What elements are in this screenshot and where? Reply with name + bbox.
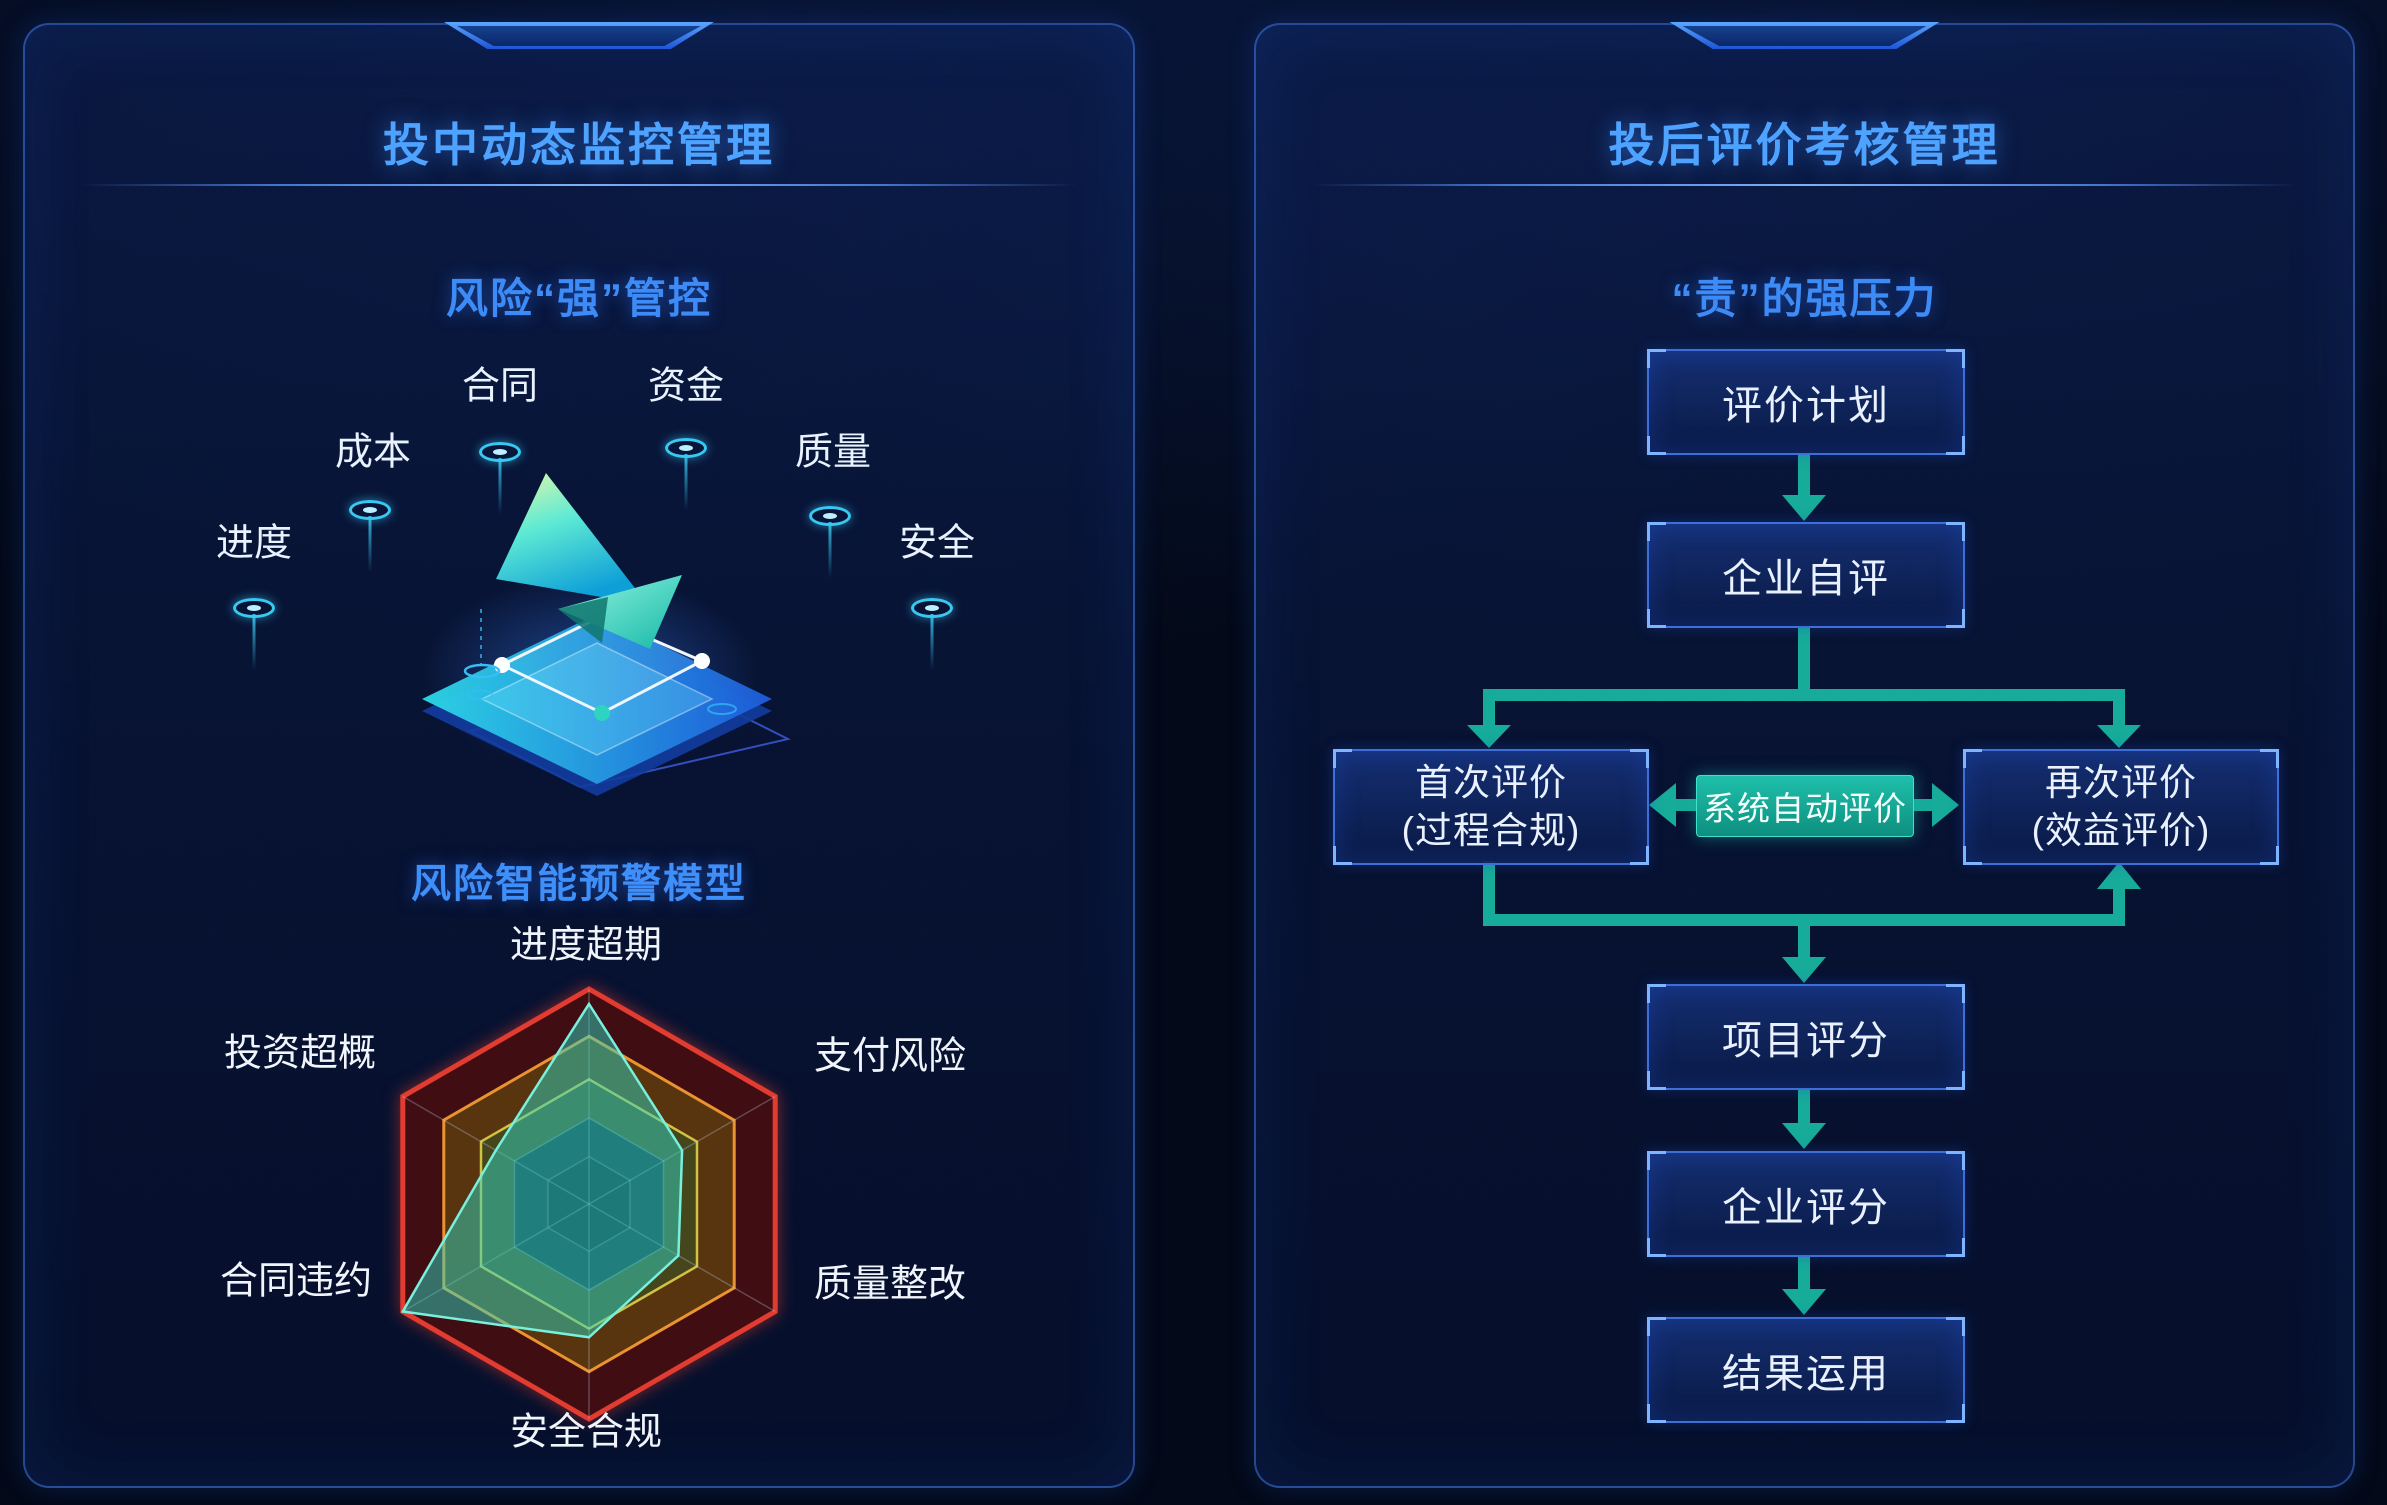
right-panel-title: 投后评价考核管理 [1608,119,2001,171]
beacon-icon [665,438,707,458]
risk-factor-label-cost: 成本 [334,431,412,474]
radar-axis-label-safety-compliance: 安全合规 [509,1411,663,1454]
flow-step-project-score: 项目评分 [1647,984,1965,1090]
flow-step-label: 企业自评 [1722,557,1890,601]
flow-step-sublabel: (效益评价) [2031,810,2211,851]
radar-axis-label-payment-risk: 支付风险 [813,1035,967,1078]
panel-top-ornament-inner [1682,26,1927,46]
panel-top-ornament [444,22,714,49]
flow-step-label: 再次评价 [2045,761,2197,803]
beacon-icon [479,442,521,462]
beacon-icon [233,598,275,618]
title-divider [80,184,1078,186]
flow-step-label: 首次评价 [1415,761,1567,803]
flow-step-company-score: 企业评分 [1647,1151,1965,1257]
flow-step-enterprise-self-evaluation: 企业自评 [1647,522,1965,628]
flow-step-first-evaluation: 首次评价 (过程合规) [1333,749,1649,865]
beacon-icon [349,500,391,520]
radar-axis-label-investment-overrun: 投资超概 [223,1032,377,1075]
radar-axis-label-progress-overdue: 进度超期 [509,924,663,967]
left-panel-title: 投中动态监控管理 [383,119,775,171]
panel-during-investment-monitoring: 投中动态监控管理 风险“强”管控 合同 资金 成本 质量 进度 安全 [23,22,1135,1488]
responsibility-subtitle: “责”的强压力 [1671,275,1938,322]
risk-factor-label-funds: 资金 [647,365,725,408]
flow-step-label: 项目评分 [1722,1019,1890,1063]
risk-factor-label-safety: 安全 [898,522,976,565]
radar-axis-label-contract-breach: 合同违约 [219,1260,373,1303]
panel-post-investment-evaluation: 投后评价考核管理 “责”的强压力 评价计划 企业自评 首次评价 (过程合规) 系… [1254,22,2355,1488]
risk-factor-label-quality: 质量 [794,431,872,474]
panel-top-ornament [1669,22,1940,49]
beacon-icon [809,506,851,526]
radar-axis-label-quality-rectification: 质量整改 [813,1263,967,1306]
flow-step-second-evaluation: 再次评价 (效益评价) [1963,749,2279,865]
flow-step-label: 系统自动评价 [1703,790,1907,827]
flow-step-system-auto-evaluation: 系统自动评价 [1696,775,1914,837]
risk-factor-label-contract: 合同 [461,365,539,408]
flow-step-result-application: 结果运用 [1647,1317,1965,1423]
risk-factor-label-progress: 进度 [215,522,293,565]
risk-control-subtitle: 风险“强”管控 [445,275,712,322]
flow-step-label: 评价计划 [1722,384,1890,428]
flow-step-sublabel: (过程合规) [1401,810,1581,851]
flow-step-label: 结果运用 [1722,1352,1890,1396]
panel-top-ornament-inner [457,26,701,46]
radar-chart [400,986,778,1422]
radar-chart-title: 风险智能预警模型 [411,862,747,906]
title-divider [1310,184,2299,186]
flow-step-evaluation-plan: 评价计划 [1647,349,1965,455]
beacon-icon [911,598,953,618]
flow-step-label: 企业评分 [1722,1186,1890,1230]
risk-3d-illustration [420,473,791,796]
